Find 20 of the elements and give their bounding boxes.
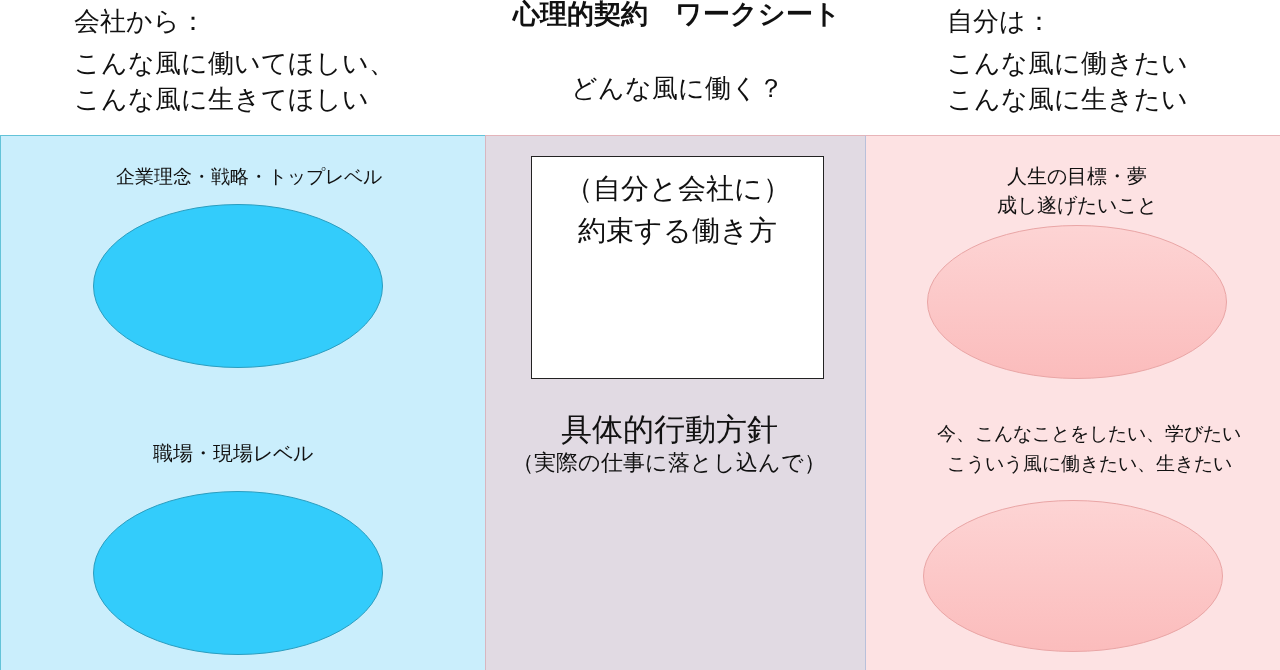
ellipse-caption: こういう風に働きたい、生きたい: [946, 451, 1232, 476]
ellipse-caption: 成し遂げたいこと: [997, 191, 1157, 219]
column-heading: こんな風に働いてほしい、こんな風に生きてほしい: [74, 47, 396, 116]
column-heading: どんな風に働く？: [570, 72, 784, 105]
ellipse-caption: 人生の目標・夢: [1007, 162, 1147, 190]
ellipse-caption: 企業理念・戦略・トップレベル: [116, 164, 382, 189]
ellipse: [923, 500, 1223, 652]
ellipse: [927, 225, 1227, 379]
title: 心理的契約 ワークシート: [513, 0, 841, 31]
ellipse: [93, 491, 383, 655]
ellipse-caption: 今、こんなことをしたい、学びたい: [937, 421, 1241, 446]
column-heading: こんな風に生きたい: [947, 83, 1188, 116]
ellipse: [93, 204, 383, 368]
column-heading: 会社から：: [74, 5, 206, 38]
section-label: 具体的行動方針: [560, 410, 778, 448]
column-heading: こんな風に働きたい: [947, 47, 1188, 80]
section-note: （実際の仕事に落とし込んで）: [512, 449, 826, 477]
column-heading: 自分は：: [947, 5, 1052, 38]
text-box: （自分と会社に）約束する働き方: [531, 156, 824, 379]
ellipse-caption: 職場・現場レベル: [153, 440, 313, 467]
